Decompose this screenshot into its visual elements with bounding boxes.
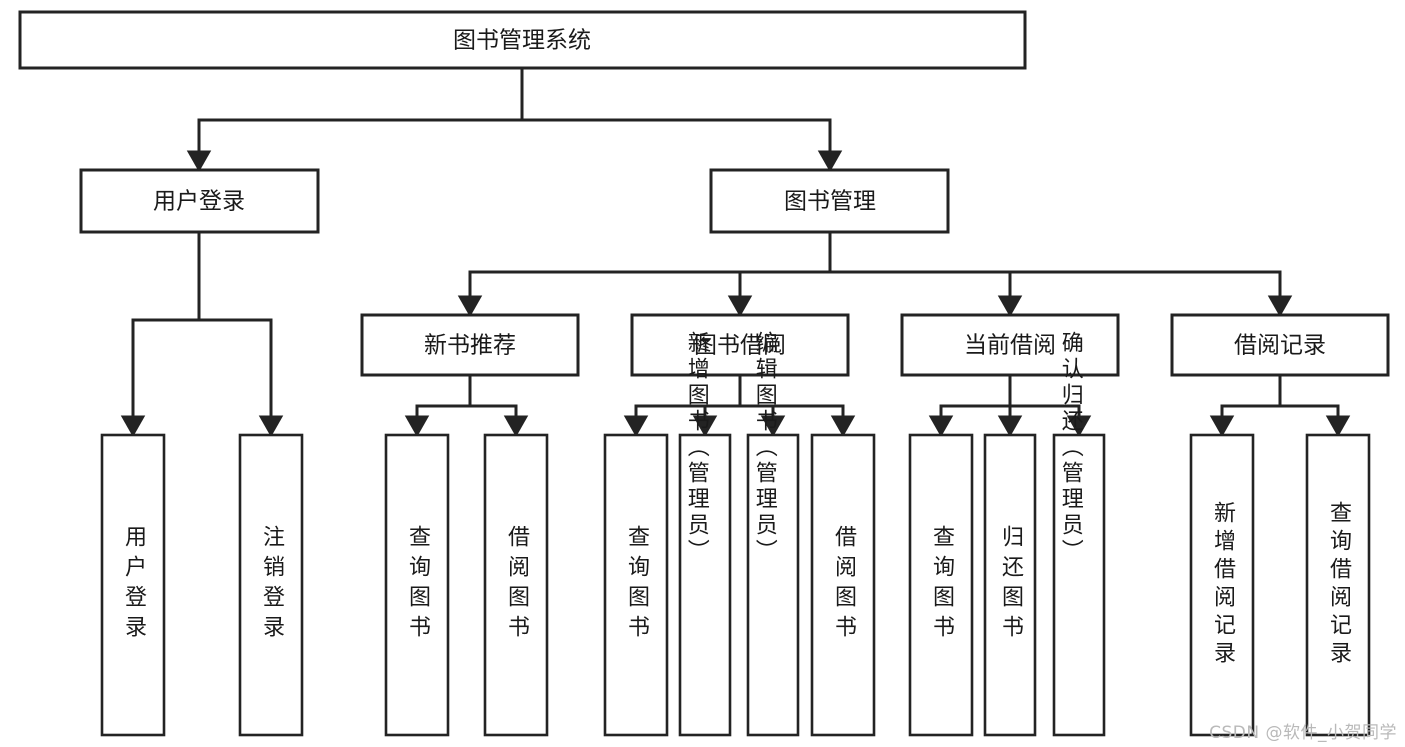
watermark: CSDN @软件_小贺同学 <box>1209 723 1397 743</box>
node-leaf-confirm-return[interactable]: 确认归还（管理员） <box>1052 331 1106 737</box>
node-borrow-record-label: 借阅记录 <box>1234 333 1326 359</box>
node-leaf-query-book-1-label: 查询图书 <box>405 525 431 645</box>
node-leaf-confirm-return-box[interactable] <box>1052 433 1106 737</box>
node-leaf-query-record-box[interactable] <box>1305 433 1371 737</box>
node-leaf-user-login-box[interactable] <box>100 433 166 737</box>
node-leaf-borrow-book-2-box[interactable] <box>810 433 876 737</box>
node-leaf-borrow-book-1-box[interactable] <box>483 433 549 737</box>
node-leaf-edit-book-label: 编辑图书（管理员） <box>752 331 778 565</box>
node-root-box[interactable] <box>18 10 1027 70</box>
node-leaf-add-book-label: 新增图书（管理员） <box>684 331 710 565</box>
node-leaf-edit-book[interactable]: 编辑图书（管理员） <box>746 331 800 737</box>
node-leaf-edit-book-box[interactable] <box>746 433 800 737</box>
node-borrow-record-box[interactable] <box>1170 313 1390 377</box>
node-leaf-query-book-3[interactable]: 查询图书 <box>908 433 974 737</box>
node-leaf-return-book-label: 归还图书 <box>998 525 1024 645</box>
node-book-borrow[interactable]: 图书借阅 <box>630 313 850 377</box>
node-leaf-user-login-label: 用户登录 <box>121 525 147 645</box>
node-leaf-user-login[interactable]: 用户登录 <box>100 433 166 737</box>
node-book-management-box[interactable] <box>709 168 950 234</box>
node-leaf-add-record[interactable]: 新增借阅记录 <box>1189 433 1255 737</box>
node-leaf-return-book[interactable]: 归还图书 <box>983 433 1037 737</box>
node-leaf-logout-label: 注销登录 <box>259 525 285 645</box>
node-leaf-query-book-1-box[interactable] <box>384 433 450 737</box>
node-leaf-query-book-2-box[interactable] <box>603 433 669 737</box>
node-leaf-add-record-label: 新增借阅记录 <box>1210 501 1236 669</box>
node-book-management-label: 图书管理 <box>784 189 876 215</box>
node-root[interactable]: 图书管理系统 <box>18 10 1027 70</box>
node-borrow-record[interactable]: 借阅记录 <box>1170 313 1390 377</box>
node-leaf-logout[interactable]: 注销登录 <box>238 433 304 737</box>
node-user-login-label: 用户登录 <box>153 189 245 215</box>
node-leaf-add-book-box[interactable] <box>678 433 732 737</box>
node-new-book-recommend-box[interactable] <box>360 313 580 377</box>
node-new-book-recommend[interactable]: 新书推荐 <box>360 313 580 377</box>
node-leaf-borrow-book-2-label: 借阅图书 <box>831 525 857 645</box>
node-new-book-recommend-label: 新书推荐 <box>424 333 516 359</box>
node-leaf-borrow-book-1[interactable]: 借阅图书 <box>483 433 549 737</box>
node-book-borrow-box[interactable] <box>630 313 850 377</box>
connector-group <box>120 66 1351 437</box>
node-leaf-query-book-3-label: 查询图书 <box>929 525 955 645</box>
node-user-login[interactable]: 用户登录 <box>79 168 320 234</box>
node-leaf-query-record[interactable]: 查询借阅记录 <box>1305 433 1371 737</box>
node-current-borrow-box[interactable] <box>900 313 1120 377</box>
node-leaf-add-record-box[interactable] <box>1189 433 1255 737</box>
node-leaf-confirm-return-label: 确认归还（管理员） <box>1058 331 1084 565</box>
node-book-borrow-label: 图书借阅 <box>694 333 786 359</box>
node-current-borrow[interactable]: 当前借阅 <box>900 313 1120 377</box>
node-leaf-query-book-2[interactable]: 查询图书 <box>603 433 669 737</box>
node-user-login-box[interactable] <box>79 168 320 234</box>
node-leaf-query-record-label: 查询借阅记录 <box>1326 501 1352 669</box>
node-root-label: 图书管理系统 <box>453 28 591 54</box>
node-current-borrow-label: 当前借阅 <box>964 333 1056 359</box>
node-leaf-query-book-1[interactable]: 查询图书 <box>384 433 450 737</box>
node-leaf-return-book-box[interactable] <box>983 433 1037 737</box>
node-leaf-borrow-book-2[interactable]: 借阅图书 <box>810 433 876 737</box>
node-leaf-borrow-book-1-label: 借阅图书 <box>504 525 530 645</box>
node-leaf-add-book[interactable]: 新增图书（管理员） <box>678 331 732 737</box>
node-leaf-query-book-3-box[interactable] <box>908 433 974 737</box>
node-leaf-query-book-2-label: 查询图书 <box>624 525 650 645</box>
node-book-management[interactable]: 图书管理 <box>709 168 950 234</box>
node-leaf-logout-box[interactable] <box>238 433 304 737</box>
